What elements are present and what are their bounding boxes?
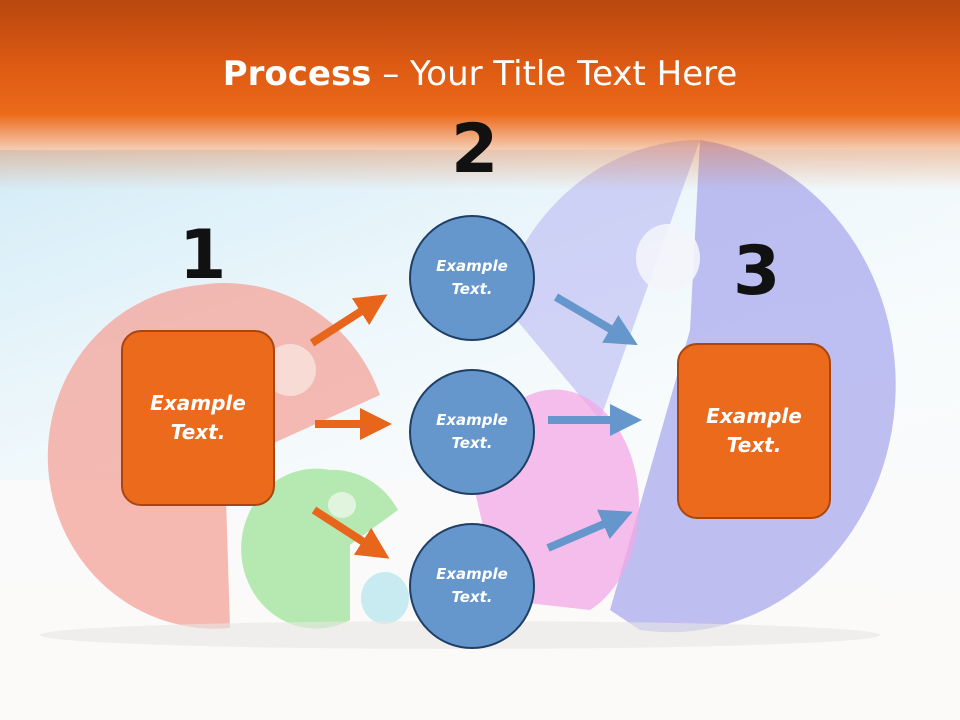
circle-middle: Example Text. <box>409 369 535 495</box>
slide-title: Process – Your Title Text Here <box>0 54 960 94</box>
step-number-3: 3 <box>733 232 781 311</box>
circle-bottom: Example Text. <box>409 523 535 649</box>
step-1-text: Example Text. <box>150 391 246 444</box>
title-bar <box>0 0 960 190</box>
step-3-box: Example Text. <box>677 343 831 519</box>
arrow-circle-bottom-to-3 <box>546 509 633 552</box>
circle-top: Example Text. <box>409 215 535 341</box>
title-rest: – Your Title Text Here <box>371 54 738 94</box>
arrow-circle-top-to-3 <box>553 293 638 346</box>
step-1-box: Example Text. <box>121 330 275 506</box>
step-3-text: Example Text. <box>706 404 802 457</box>
circle-middle-text: Example Text. <box>436 411 508 452</box>
step-number-1: 1 <box>179 216 227 295</box>
arrow-1-to-circle-bottom <box>311 506 390 559</box>
title-bold: Process <box>222 54 372 94</box>
arrow-1-to-circle-top <box>309 294 388 347</box>
circle-top-text: Example Text. <box>436 257 508 298</box>
circle-bottom-text: Example Text. <box>436 565 508 606</box>
step-number-2: 2 <box>451 110 499 189</box>
